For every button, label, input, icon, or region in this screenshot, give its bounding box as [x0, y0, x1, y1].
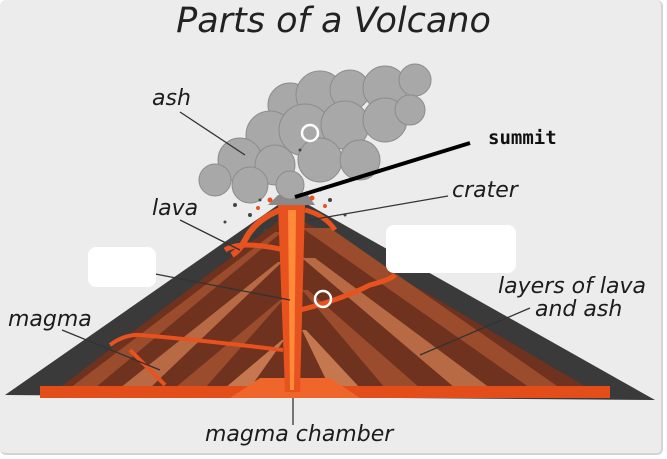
- label-magma-chamber: magma chamber: [205, 422, 394, 447]
- layer-band-right-4: [302, 330, 360, 388]
- lava-leader-line: [179, 219, 241, 251]
- summit-circle-marker: [300, 123, 320, 143]
- lava-flow-left: [230, 207, 282, 258]
- lava-branch-lower-left: [108, 332, 284, 352]
- main-conduit-highlight: [288, 210, 296, 390]
- label-ash: ash: [152, 86, 191, 111]
- layer-band-left-4: [225, 340, 284, 388]
- magma-leader-line: [61, 329, 161, 371]
- layer-band-right-2: [302, 258, 490, 388]
- layers-leader-line: [419, 307, 531, 356]
- label-summit: summit: [488, 127, 557, 149]
- lava-branch-left: [223, 242, 286, 253]
- label-lava: lava: [152, 196, 199, 221]
- label-magma: magma: [8, 307, 92, 332]
- layer-band-left-1: [70, 232, 282, 388]
- lava-spatter: [256, 195, 327, 210]
- layer-band-right-1: [302, 228, 560, 388]
- vent-circle-marker: [313, 289, 333, 309]
- layer-band-left-2: [120, 262, 282, 388]
- label-layers-line1: layers of lava: [498, 274, 646, 299]
- blanked-label-right: [386, 225, 516, 273]
- ash-cloud: [198, 63, 432, 204]
- layer-band-right-3: [302, 290, 420, 388]
- page-title: Parts of a Volcano: [176, 1, 491, 41]
- lava-branch-far-left: [128, 348, 167, 387]
- crater-rim: [268, 195, 315, 205]
- crater-leader-line: [309, 195, 449, 221]
- blanked-label-left: [88, 247, 156, 287]
- ash-leader-line: [179, 111, 246, 156]
- summit-pointer-line: [294, 141, 471, 199]
- hidden-label-leader-line: [144, 271, 291, 301]
- lava-branch-right: [299, 273, 397, 313]
- label-crater: crater: [452, 178, 518, 203]
- label-layers-line2: and ash: [535, 297, 623, 322]
